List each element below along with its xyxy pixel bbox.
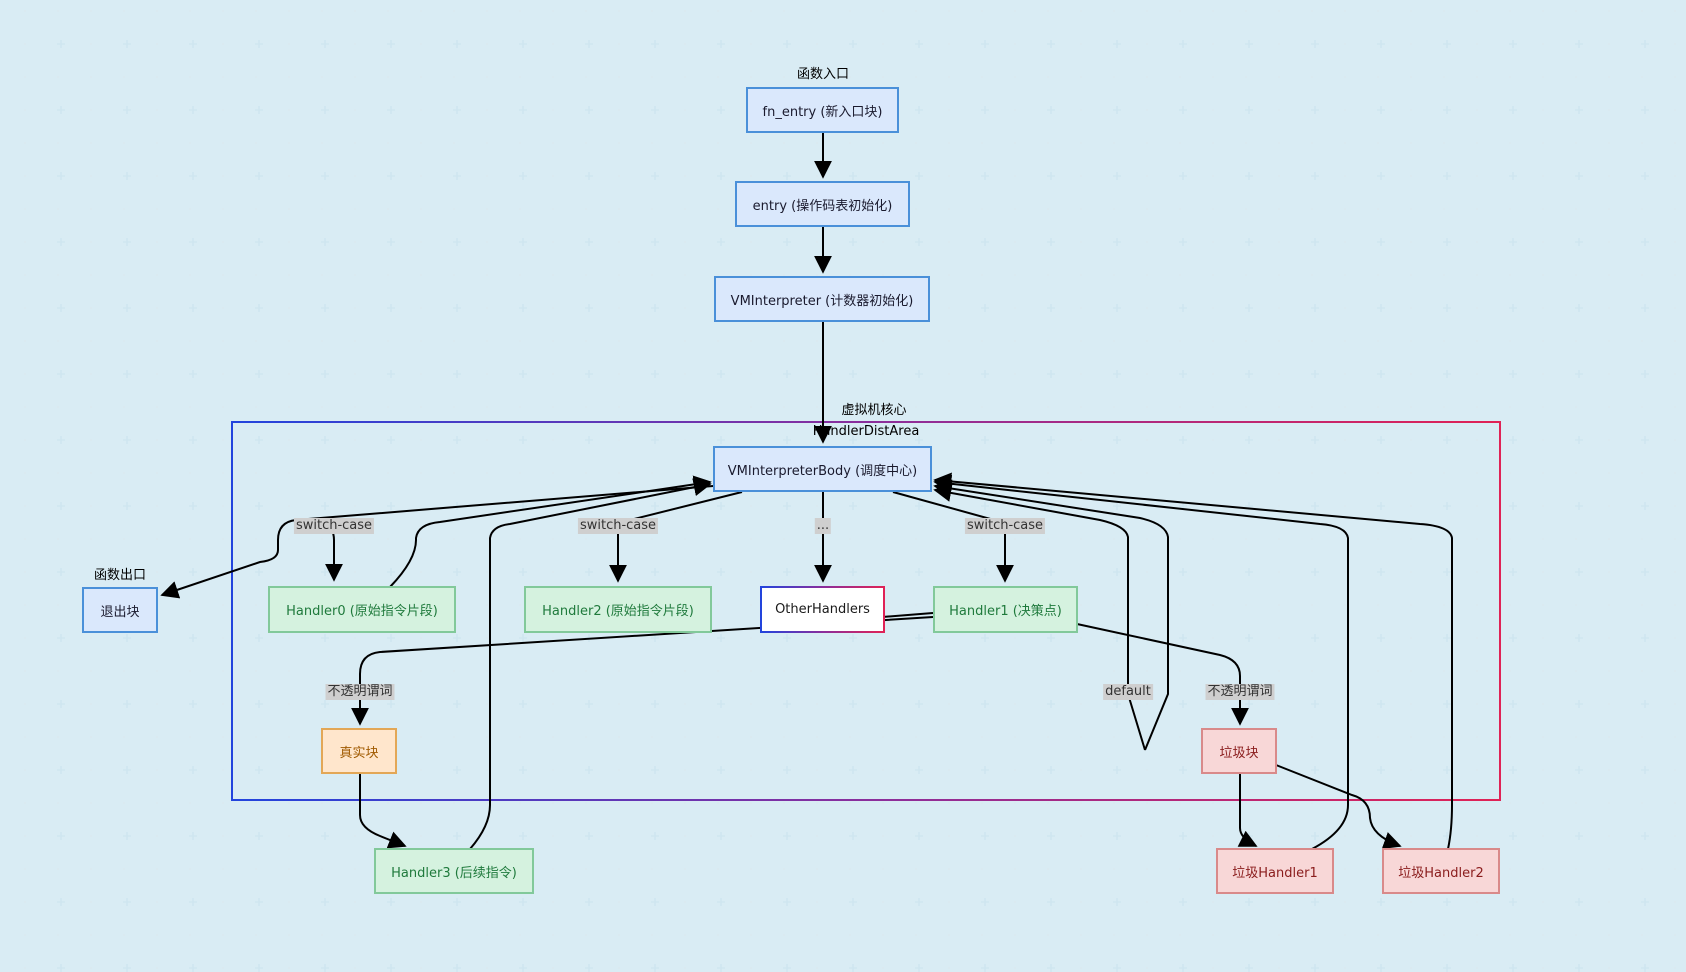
edge-default-loop xyxy=(933,479,1169,751)
fn-entry-node[interactable]: fn_entry (新入口块) xyxy=(746,87,899,133)
vminterpreter-body-node[interactable]: VMInterpreterBody (调度中心) xyxy=(713,446,932,492)
other-handlers-node[interactable]: OtherHandlers xyxy=(760,586,885,633)
handler3-node[interactable]: Handler3 (后续指令) xyxy=(374,848,534,894)
edge-handler0-to-body xyxy=(389,475,712,588)
edge-body-to-handler2 xyxy=(609,491,743,583)
edge-junk-to-junkhandler1 xyxy=(1237,773,1258,847)
exit-caption: 函数出口 xyxy=(93,568,147,583)
edge-handler3-to-body xyxy=(469,478,712,850)
zone-title: 虚拟机核心 xyxy=(841,403,907,418)
junk-block-node[interactable]: 垃圾块 xyxy=(1201,728,1277,774)
edge-default-loop-b xyxy=(933,484,1146,751)
edge-junkhandler1-to-body xyxy=(933,474,1349,850)
entry-node[interactable]: entry (操作码表初始化) xyxy=(735,181,910,227)
junk-handler1-node[interactable]: 垃圾Handler1 xyxy=(1216,848,1334,894)
vminterpreter-node[interactable]: VMInterpreter (计数器初始化) xyxy=(714,276,930,322)
edge-label-switch-case-1: switch-case xyxy=(964,518,1046,534)
edge-label-opaque-left: 不透明谓词 xyxy=(325,684,395,700)
edge-junkhandler2-to-body xyxy=(933,472,1453,850)
edge-body-to-exit xyxy=(160,485,714,599)
exit-block-node[interactable]: 退出块 xyxy=(82,587,158,633)
handler0-node[interactable]: Handler0 (原始指令片段) xyxy=(268,586,456,633)
handler2-node[interactable]: Handler2 (原始指令片段) xyxy=(524,586,712,633)
edge-other-to-real xyxy=(351,616,934,726)
junk-handler2-node[interactable]: 垃圾Handler2 xyxy=(1382,848,1500,894)
zone-subtitle: HandlerDistArea xyxy=(812,424,920,439)
edge-handler1-to-junk xyxy=(1076,623,1249,726)
edge-label-default: default xyxy=(1103,684,1153,700)
edge-label-opaque-right: 不透明谓词 xyxy=(1205,684,1275,700)
handler1-node[interactable]: Handler1 (决策点) xyxy=(933,586,1078,633)
edge-body-to-handler1 xyxy=(892,491,1014,583)
edge-label-switch-case-0: switch-case xyxy=(293,518,375,534)
edge-junk-to-junkhandler2 xyxy=(1275,764,1402,850)
edge-handler1-to-other xyxy=(881,612,934,618)
edge-label-switch-case-2: switch-case xyxy=(577,518,659,534)
fn-entry-caption: 函数入口 xyxy=(796,67,850,82)
edge-label-ellipsis: ... xyxy=(814,518,832,534)
real-block-node[interactable]: 真实块 xyxy=(321,728,397,774)
edge-real-to-handler3 xyxy=(359,773,407,849)
